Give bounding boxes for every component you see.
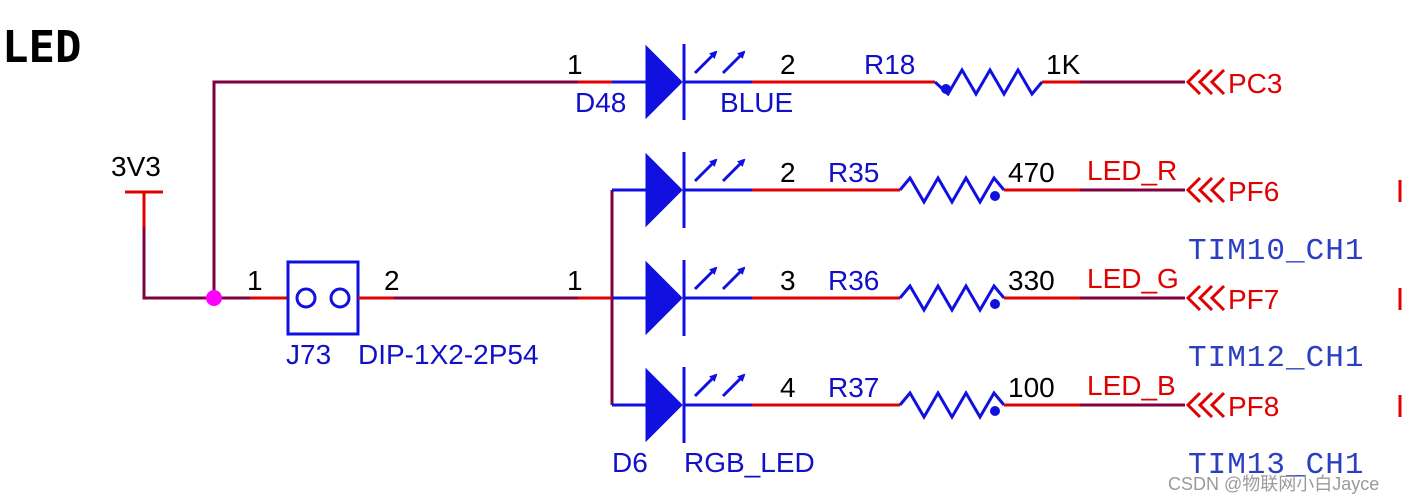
port-pf7-label: PF7 [1228,284,1279,315]
resistor-r35: R35 470 [800,157,1080,205]
d48-cathode-pin: 2 [780,49,796,80]
d6-pin-b: 4 [780,372,796,403]
led-d6-rgb: 2 1 3 4 D6 RGB_LED [567,152,815,478]
net-label-led-g: LED_G [1087,263,1179,294]
d6-value: RGB_LED [684,447,815,478]
r37-value: 100 [1008,372,1055,403]
port-pf7: PF7 [1185,284,1279,315]
resistor-r36: R36 330 [800,265,1080,313]
port-pf6: PF6 [1185,176,1279,207]
jumper-j73: 1 2 J73 DIP-1X2-2P54 [247,260,539,370]
resistor-r37: R37 100 [800,372,1080,420]
timer-label-tim13: TIM13_CH1 [1188,448,1364,483]
d6-ref: D6 [612,447,648,478]
power-symbol-3v3: 3V3 [111,151,163,227]
net-label-led-r: LED_R [1087,155,1177,186]
led-d48-blue: 1 2 D48 BLUE [567,44,800,120]
d6-pin-r: 2 [780,157,796,188]
port-pc3-label: PC3 [1228,68,1282,99]
d48-anode-pin: 1 [567,49,583,80]
port-pf8: PF8 [1185,391,1279,422]
timer-label-tim12: TIM12_CH1 [1188,341,1364,376]
d48-value: BLUE [720,87,793,118]
junction-dot [206,290,222,306]
power-net-label: 3V3 [111,151,161,182]
jumper-pin2-label: 2 [384,265,400,296]
jumper-pin1-label: 1 [247,265,263,296]
r37-ref: R37 [828,372,879,403]
watermark: CSDN @物联网小白Jayce [1168,474,1379,494]
d6-pin-g: 3 [780,265,796,296]
r18-value: 1K [1046,49,1081,80]
d6-common-pin: 1 [567,265,583,296]
r36-value: 330 [1008,265,1055,296]
r35-ref: R35 [828,157,879,188]
jumper-ref: J73 [286,339,331,370]
resistor-r18: R18 1K [800,49,1081,97]
net-label-led-b: LED_B [1087,370,1176,401]
r36-ref: R36 [828,265,879,296]
r18-ref: R18 [864,49,915,80]
schematic-title: LED [2,22,81,73]
timer-label-tim10: TIM10_CH1 [1188,234,1364,269]
port-pf8-label: PF8 [1228,391,1279,422]
d48-ref: D48 [575,87,626,118]
port-pc3: PC3 [1185,68,1282,99]
port-pf6-label: PF6 [1228,176,1279,207]
r35-value: 470 [1008,157,1055,188]
jumper-footprint: DIP-1X2-2P54 [358,339,539,370]
